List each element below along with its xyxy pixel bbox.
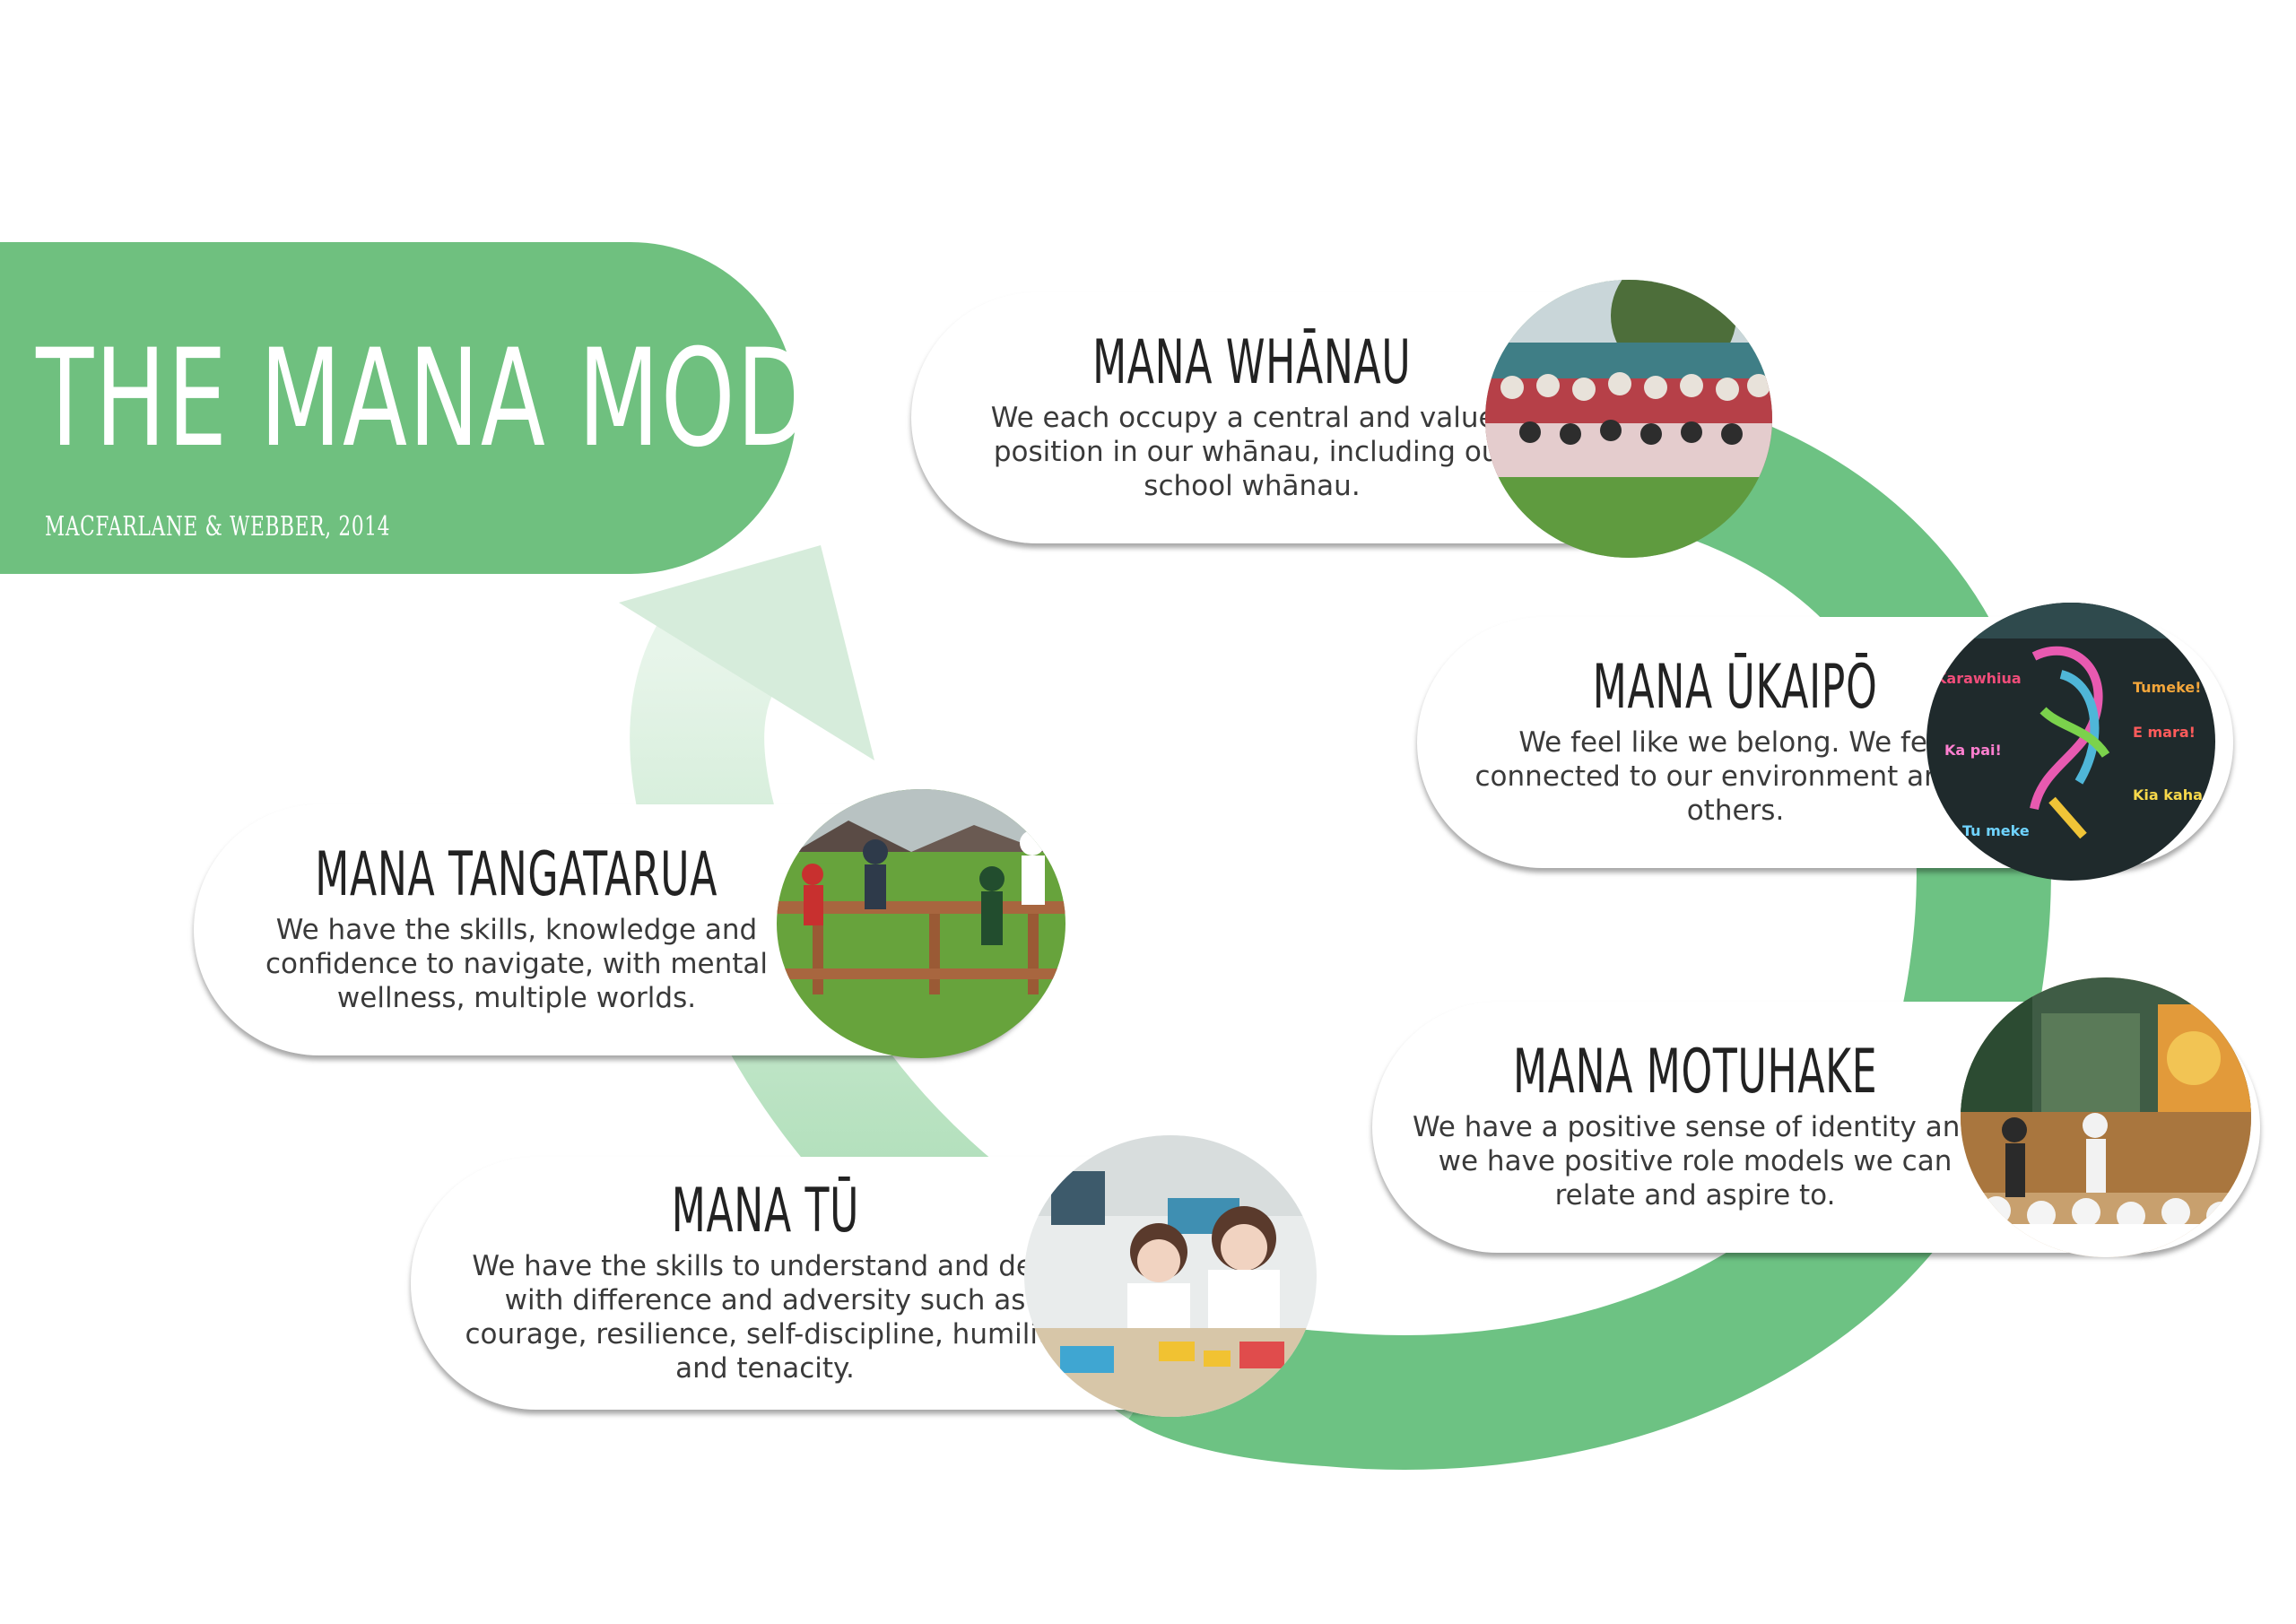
mana-whanau-description: We each occupy a central and valued posi…	[990, 402, 1514, 502]
page-title: THE MANA MODEL	[36, 321, 926, 477]
mana-motuhake-description: We have a positive sense of identity and…	[1412, 1111, 1979, 1211]
mana-ukaipo-description: We feel like we belong. We feel connecte…	[1474, 726, 1996, 827]
mana-ukaipo-photo: Karawhiua Tumeke! E mara! Ka pai! Kia ka…	[1926, 603, 2215, 881]
svg-text:Kia kaha: Kia kaha	[2133, 786, 2203, 803]
mana-whanau-title: MANA WHĀNAU	[1092, 327, 1412, 398]
svg-text:Tumeke!: Tumeke!	[2133, 679, 2201, 696]
mana-motuhake-photo	[1961, 977, 2251, 1257]
mana-whanau-photo	[1485, 280, 1772, 558]
mana-tangatarua-description: We have the skills, knowledge and confid…	[265, 914, 769, 1014]
title-banner: THE MANA MODEL MACFARLANE & WEBBER, 2014	[0, 242, 926, 574]
mana-tu-photo	[1024, 1135, 1317, 1417]
svg-text:Tu meke: Tu meke	[1962, 822, 2030, 839]
cycle-arrowhead	[619, 545, 874, 760]
mana-tangatarua-title: MANA TANGATARUA	[315, 839, 718, 910]
mana-tu-title: MANA TŪ	[671, 1176, 859, 1246]
mana-tu-description: We have the skills to understand and dea…	[465, 1250, 1065, 1385]
citation: MACFARLANE & WEBBER, 2014	[45, 511, 391, 543]
svg-text:Karawhiua: Karawhiua	[1935, 670, 2022, 687]
svg-text:Ka pai!: Ka pai!	[1944, 742, 2002, 759]
mana-tangatarua-photo	[777, 789, 1065, 1058]
mana-motuhake-title: MANA MOTUHAKE	[1512, 1037, 1878, 1107]
svg-text:E mara!: E mara!	[2133, 724, 2196, 741]
mana-ukaipo-title: MANA ŪKAIPŌ	[1593, 652, 1878, 723]
